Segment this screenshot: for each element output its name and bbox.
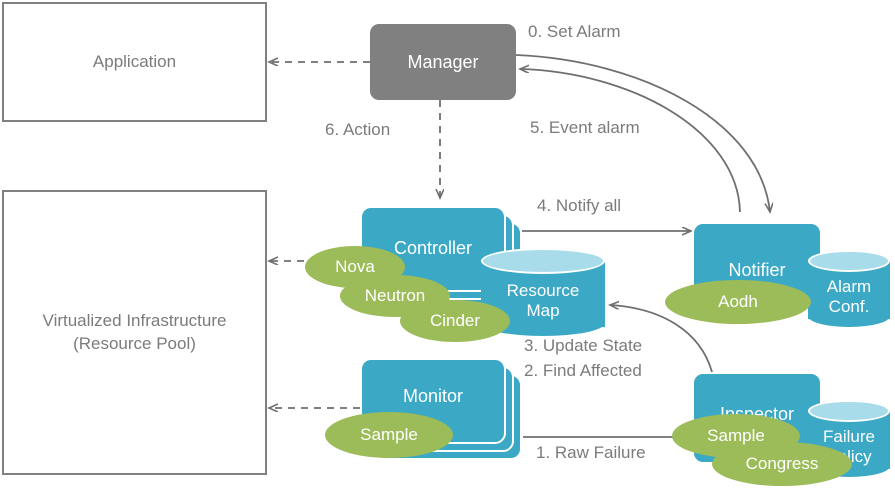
flow-label-action: 6. Action [325, 120, 391, 139]
resource-map-label: Resource Map [506, 280, 580, 320]
monitor-label: Monitor [402, 386, 464, 406]
flow-label-find-affected: 2. Find Affected [524, 361, 642, 380]
plugin-monitor-sample[interactable]: Sample [325, 412, 453, 458]
plugin-nova-label: Nova [335, 257, 375, 276]
flow-label-set-alarm: 0. Set Alarm [528, 22, 621, 41]
plugin-aodh-label: Aodh [718, 292, 758, 311]
cylinder-bottom [808, 305, 890, 327]
alarm-conf-label: Alarm Conf. [826, 276, 872, 316]
plugin-cinder-label: Cinder [429, 311, 481, 330]
cylinder-top [808, 250, 890, 272]
flow-event-alarm-arrow [520, 69, 741, 213]
flow-label-raw-failure: 1. Raw Failure [536, 443, 646, 462]
alarm-conf-store[interactable]: Alarm Conf. [808, 250, 890, 332]
plugin-congress-label: Congress [745, 454, 819, 473]
plugin-neutron-label: Neutron [364, 286, 426, 305]
plugin-congress[interactable]: Congress [712, 442, 852, 486]
virtualized-infrastructure-box[interactable]: Virtualized Infrastructure (Resource Poo… [2, 190, 267, 475]
application-box[interactable]: Application [2, 2, 267, 122]
notifier-label: Notifier [728, 260, 786, 280]
cylinder-top [481, 248, 605, 274]
flow-label-event-alarm: 5. Event alarm [530, 118, 640, 137]
manager-label: Manager [407, 51, 479, 72]
plugin-inspector-sample-label: Sample [707, 426, 765, 445]
flow-label-update-state: 3. Update State [524, 336, 643, 355]
cylinder-top [808, 400, 890, 422]
manager-node[interactable]: Manager [370, 24, 516, 100]
plugin-cinder[interactable]: Cinder [400, 300, 510, 342]
plugin-aodh[interactable]: Aodh [665, 280, 811, 324]
flow-label-notify-all: 4. Notify all [537, 196, 622, 215]
plugin-monitor-sample-label: Sample [360, 425, 418, 444]
